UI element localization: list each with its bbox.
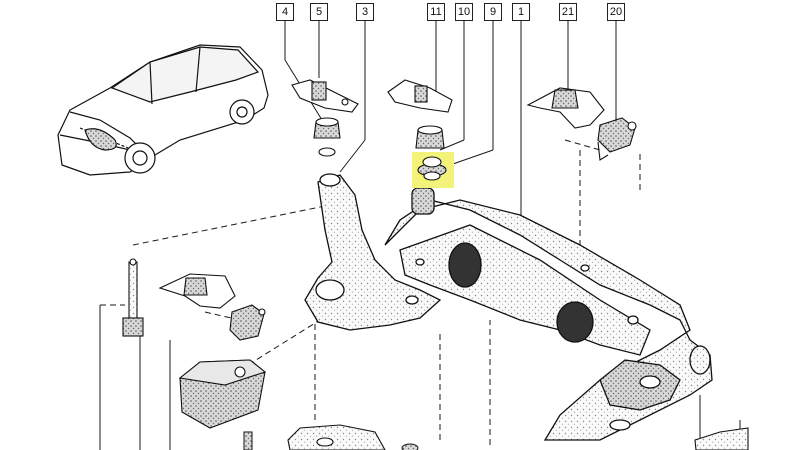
bracket-5: [291, 79, 359, 113]
car-overview-illustration: [57, 44, 269, 176]
leader-lines: [284, 21, 617, 215]
nut-4: [313, 117, 341, 157]
bottom-plate: [287, 424, 386, 450]
bracket-21: [526, 87, 605, 129]
bottom-nut: [401, 443, 419, 450]
washer-9: [417, 156, 447, 181]
mount-small-left: [229, 304, 266, 341]
bracket-20: [597, 117, 637, 161]
bracket-11: [387, 79, 453, 113]
callout-3[interactable]: 3: [356, 3, 374, 21]
callout-1[interactable]: 1: [512, 3, 530, 21]
stud-bottom: [243, 431, 253, 450]
callout-4[interactable]: 4: [276, 3, 294, 21]
bottom-right-bracket: [694, 427, 749, 450]
nut-10: [415, 125, 445, 149]
callout-10[interactable]: 10: [455, 3, 473, 21]
callout-9[interactable]: 9: [484, 3, 502, 21]
callout-5[interactable]: 5: [310, 3, 328, 21]
dashed-leaders: [100, 139, 641, 445]
rubber-block: [178, 359, 267, 429]
subframe-crossmember: [384, 199, 713, 441]
left-mounting-arm: [304, 173, 442, 331]
callout-21[interactable]: 21: [559, 3, 577, 21]
bolt-left: [122, 258, 144, 337]
callout-20[interactable]: 20: [607, 3, 625, 21]
callout-11[interactable]: 11: [427, 3, 445, 21]
bracket-plate-left: [158, 273, 236, 309]
